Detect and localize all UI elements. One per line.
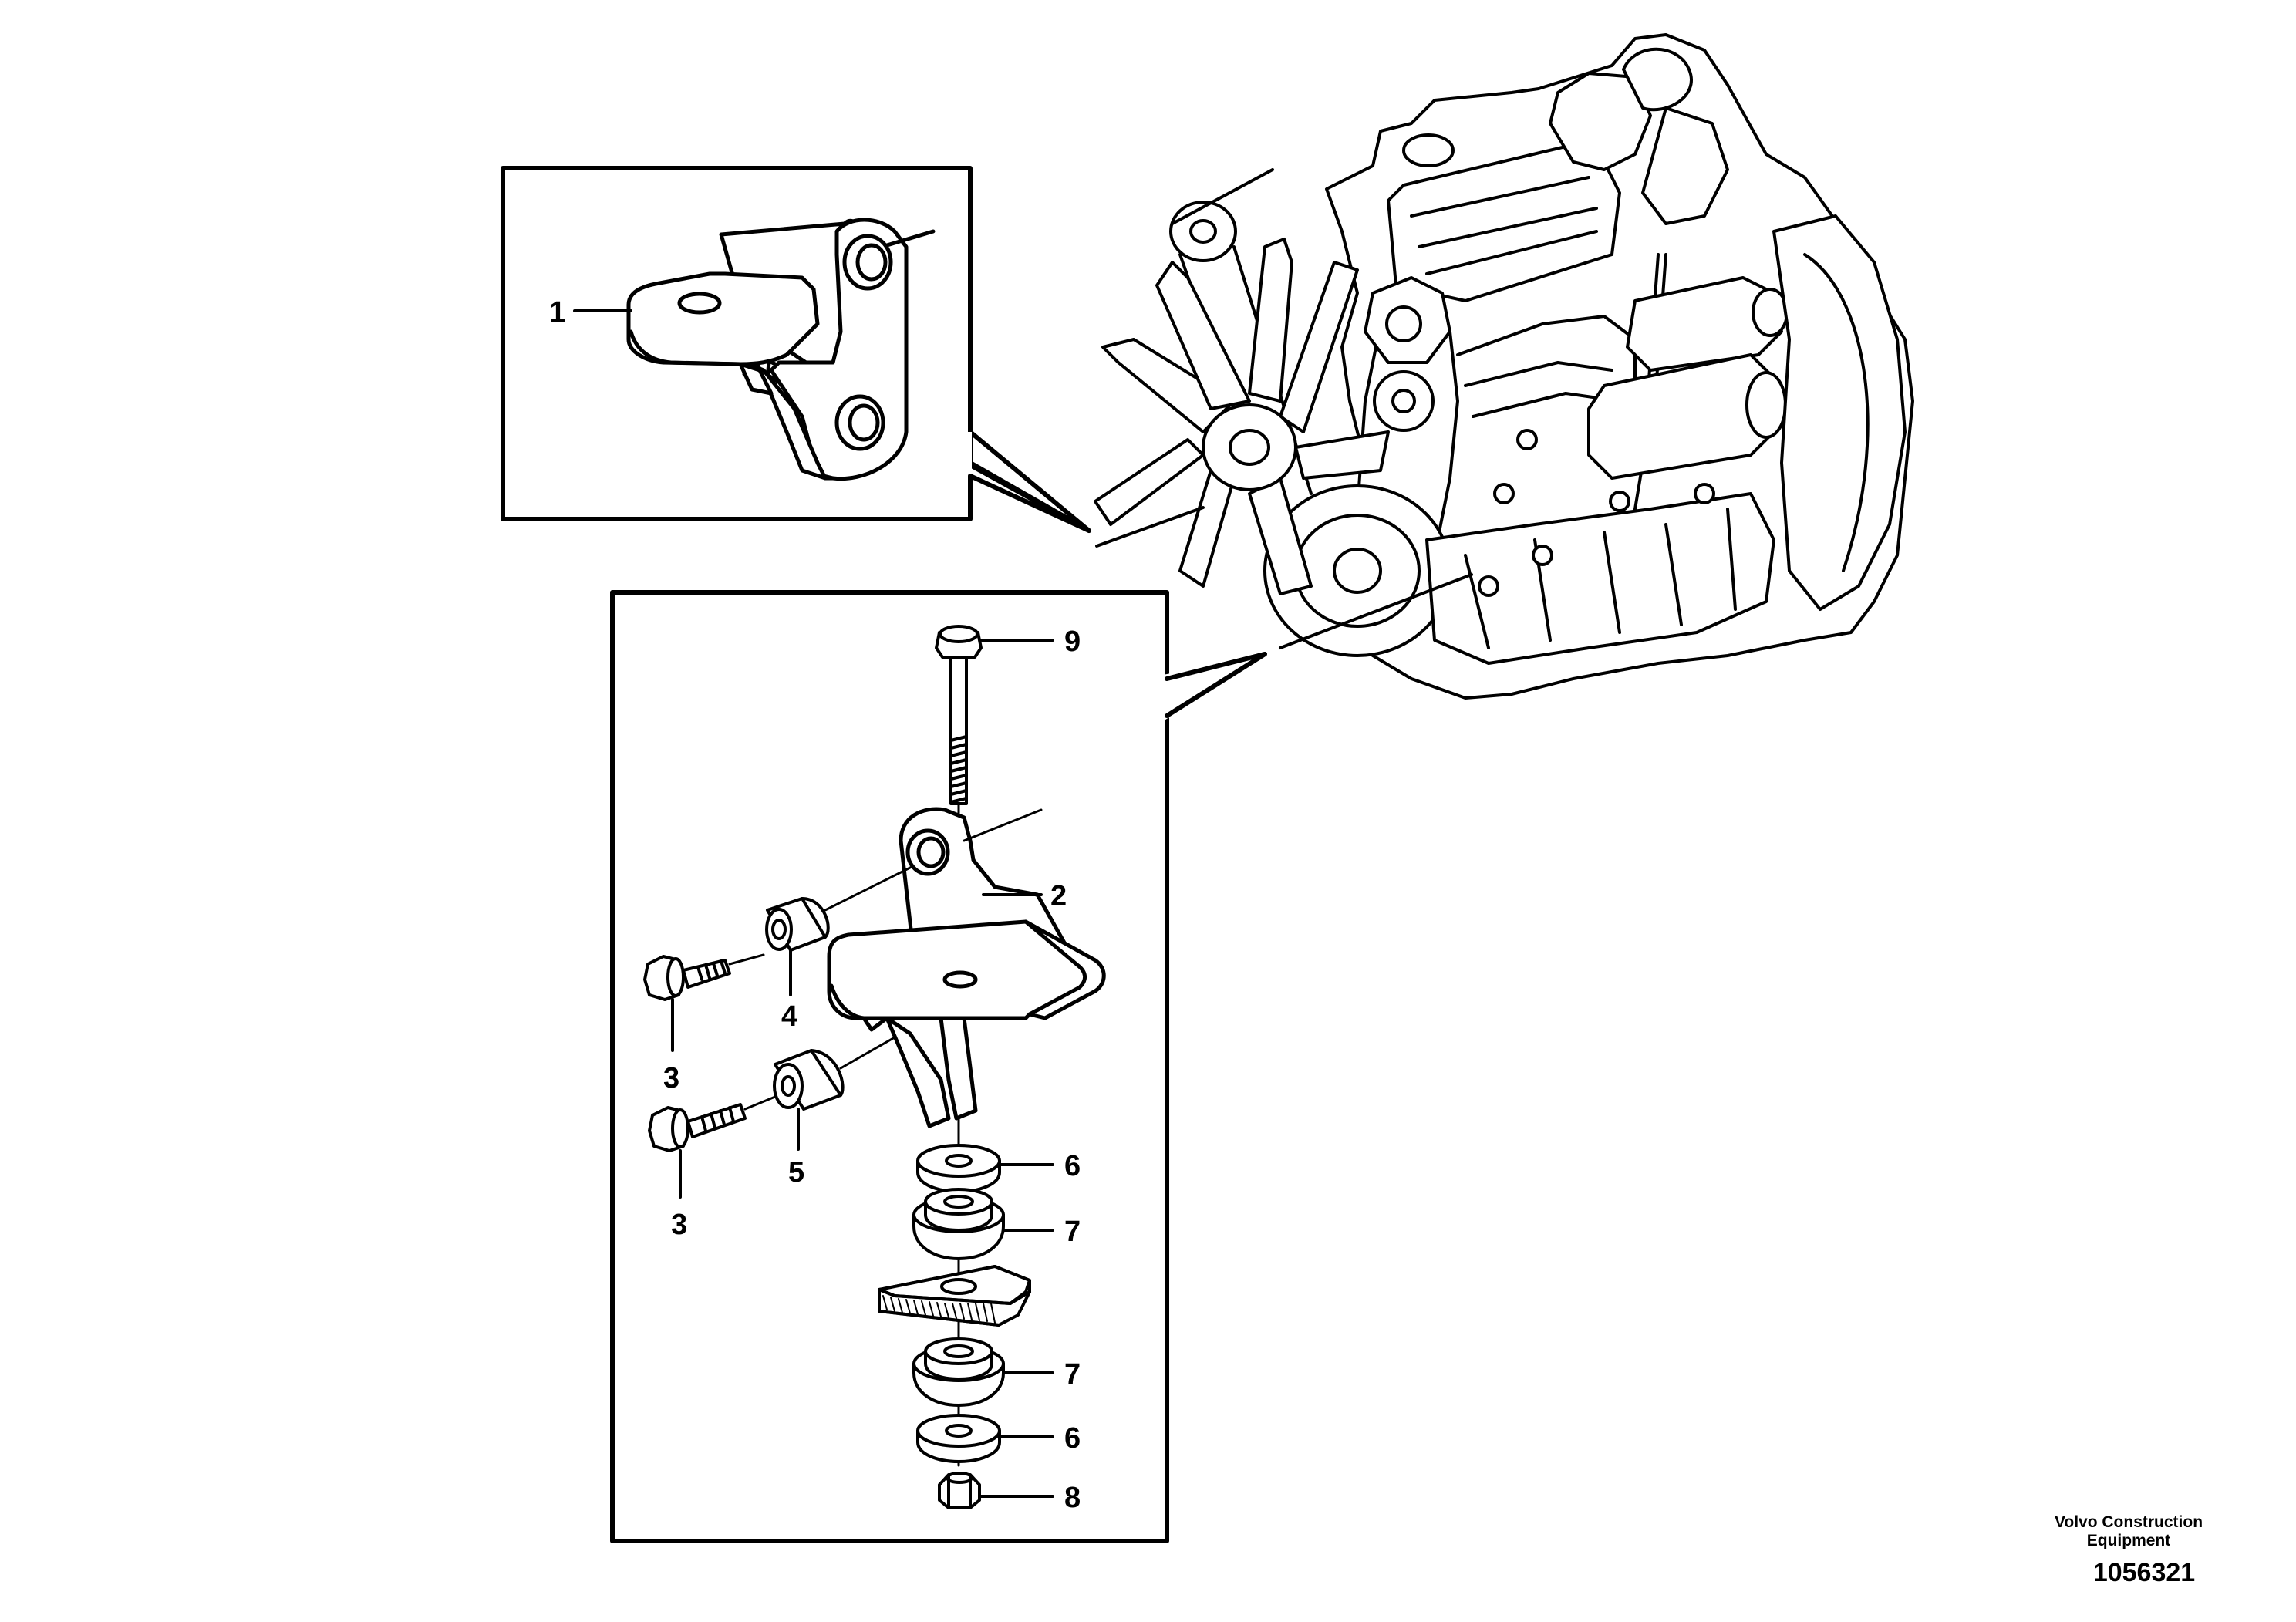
- callout-1: 1: [549, 296, 565, 329]
- spacer-short-icon: [765, 897, 830, 952]
- square-plate-icon: [878, 1265, 1031, 1327]
- callout-9: 9: [1064, 626, 1081, 658]
- callout-6-lower: 6: [1064, 1422, 1081, 1455]
- callout-3-upper: 3: [663, 1062, 679, 1094]
- callout-6-upper: 6: [1064, 1150, 1081, 1182]
- bracket-2-illustration: [827, 807, 1106, 1128]
- callout-4: 4: [781, 1000, 797, 1033]
- callout-3-lower: 3: [671, 1209, 687, 1241]
- fan-icon: [1094, 238, 1390, 595]
- callout-8: 8: [1064, 1482, 1081, 1514]
- rubber-mount-upper-icon: [912, 1188, 1005, 1260]
- flange-nut-icon: [938, 1472, 981, 1509]
- detail-box-upper: 1: [501, 166, 1091, 533]
- washer-upper-icon: [916, 1144, 1001, 1193]
- callout-5: 5: [788, 1156, 804, 1189]
- publisher-line-1: Volvo Construction: [2054, 1513, 2203, 1531]
- flange-bolt-lower-icon: [648, 1103, 747, 1152]
- drawing-number: 1056321: [2092, 1558, 2196, 1587]
- engine-illustration: [1094, 33, 1914, 700]
- detail-box-lower: 9 2 3: [610, 590, 1269, 1543]
- washer-lower-icon: [916, 1414, 1001, 1463]
- callout-7-upper: 7: [1064, 1216, 1081, 1248]
- flange-bolt-upper-icon: [643, 955, 731, 1001]
- bracket-1-illustration: [626, 218, 936, 481]
- callout-2: 2: [1050, 880, 1067, 912]
- callout-7-lower: 7: [1064, 1358, 1081, 1391]
- publisher-line-2: Equipment: [2086, 1532, 2171, 1549]
- spacer-long-icon: [773, 1049, 845, 1111]
- long-bolt-icon: [935, 625, 983, 805]
- rubber-mount-lower-icon: [912, 1337, 1005, 1407]
- publisher-credit: Volvo Construction Equipment: [2052, 1513, 2206, 1550]
